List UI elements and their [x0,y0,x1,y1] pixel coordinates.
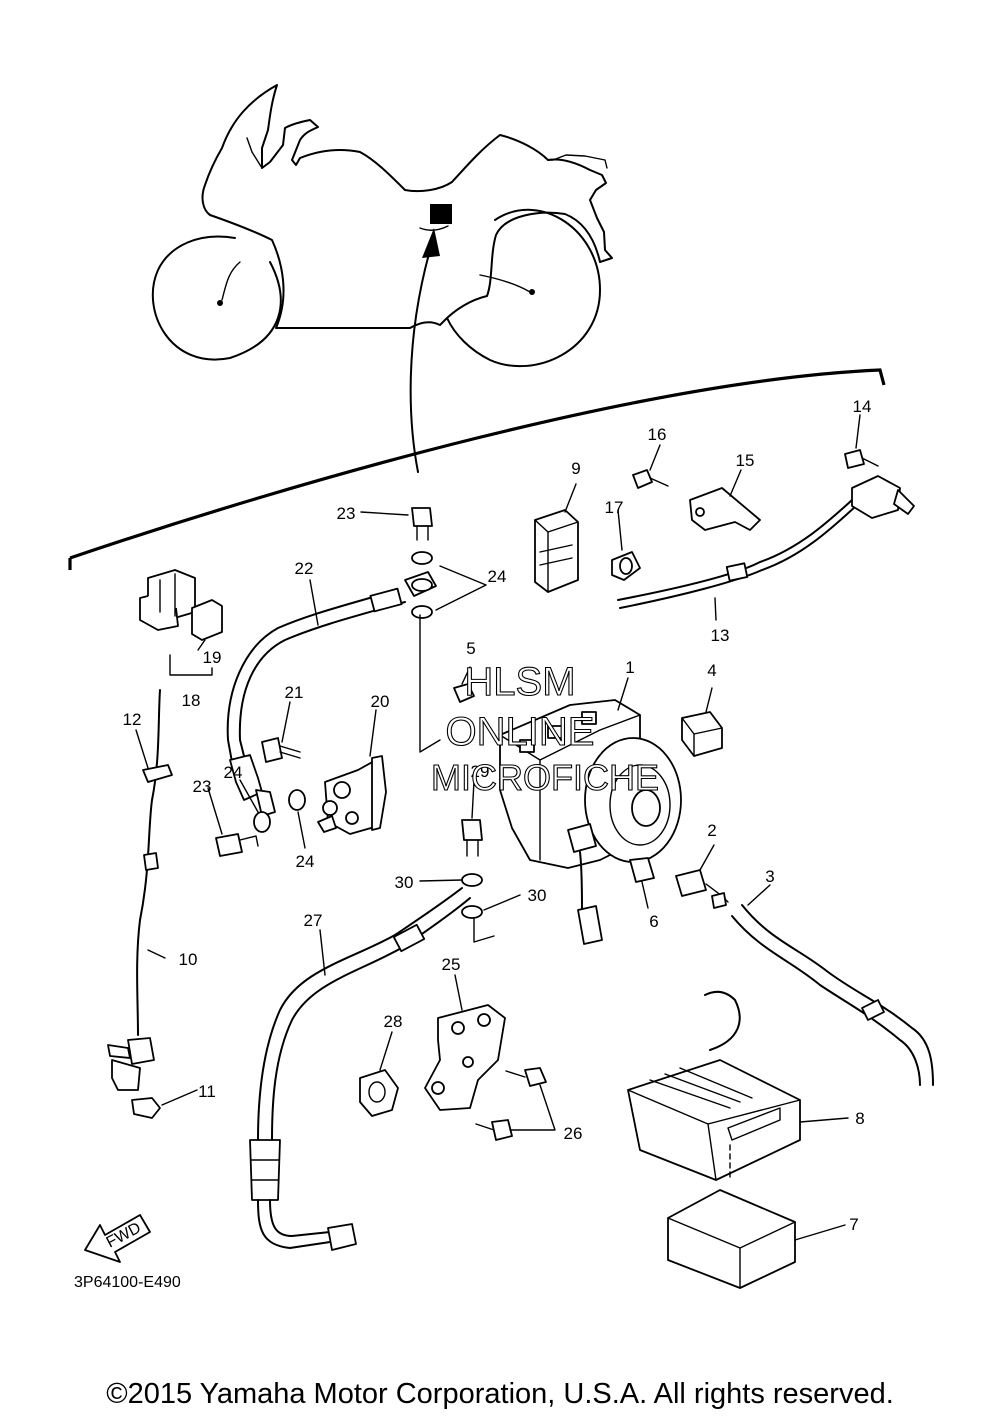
part-hydraulic-unit-1 [499,699,682,945]
callout-27: 27 [304,911,323,930]
motorcycle-outline [151,84,613,473]
callout-29: 29 [471,762,490,781]
callout-11: 11 [198,1082,216,1101]
part-grommet-6 [629,857,655,883]
location-arrow [409,249,431,473]
abs-location-marker [430,204,452,224]
part-brake-hose-22 [226,571,437,817]
callout-26: 26 [564,1124,583,1143]
callout-20: 20 [371,692,390,711]
part-bolt-23-left [215,833,259,857]
callout-23-top: 23 [337,504,356,523]
rear-wheel [446,208,601,368]
part-bolt-29 [461,819,483,857]
part-bolt-21 [261,737,301,763]
part-washers-30 [461,873,495,943]
callout-30-left: 30 [395,873,414,892]
part-washers-24-left [253,789,306,833]
watermark: HLSM ONLINE MICROFICHE [430,659,659,798]
callout-25: 25 [442,955,461,974]
callout-24-bottom: 24 [296,852,315,871]
part-nut-5 [453,683,475,703]
part-bolts-26 [475,1067,547,1141]
callout-30-right: 30 [528,886,547,905]
callout-21: 21 [285,683,304,702]
callout-3: 3 [765,867,774,886]
callout-7: 7 [849,1215,858,1234]
part-bolt-14 [844,449,879,469]
callout-15: 15 [736,451,755,470]
callout-22: 22 [295,559,314,578]
callout-6: 6 [649,912,658,931]
copyright-notice: ©2015 Yamaha Motor Corporation, U.S.A. A… [106,1378,894,1410]
callout-14: 14 [853,397,872,416]
part-brake-hose-27 [249,887,471,1251]
callout-18: 18 [182,691,201,710]
callout-17: 17 [605,498,624,517]
watermark-line-2: ONLINE [446,710,595,754]
part-fitting-2 [675,869,729,909]
part-bolt-16 [632,469,669,489]
callout-24-top: 24 [488,567,507,586]
callout-4: 4 [707,661,716,680]
watermark-line-1: HLSM [464,660,575,704]
callout-1: 1 [625,658,634,677]
callout-9: 9 [571,459,580,478]
part-relay-18 [139,569,223,676]
callout-16: 16 [648,425,667,444]
callout-28: 28 [384,1012,403,1031]
callout-labels: 1 2 3 4 5 6 7 8 9 10 11 12 13 14 15 16 1… [123,397,872,1234]
part-clamp-28 [359,1069,399,1117]
callout-10: 10 [179,950,198,969]
watermark-line-3: MICROFICHE [431,757,659,798]
motorcycle-body [201,84,613,329]
part-bracket-25 [424,1004,506,1111]
part-bracket-15 [689,487,761,531]
front-wheel [151,235,282,361]
callout-19: 19 [203,648,222,667]
callout-23-left: 23 [193,777,212,796]
part-clip-17 [611,551,641,581]
part-front-wheel-sensor-10 [107,689,173,1119]
callout-8: 8 [855,1109,864,1128]
part-ecu-8 [627,990,801,1181]
diagram-code: 3P64100-E490 [74,1274,181,1291]
part-bolt-23-top [411,507,441,753]
callout-13: 13 [711,626,730,645]
section-divider [69,368,886,560]
part-rear-wheel-sensor-13 [617,475,915,609]
fwd-arrow-icon: FWD [84,1214,151,1263]
part-cap-4 [681,711,723,757]
callout-24-left: 24 [224,763,243,782]
part-joint-20 [317,755,387,835]
part-hose-3 [731,904,934,1086]
callout-2: 2 [707,821,716,840]
part-relay-9 [534,509,579,593]
part-ecu-cover-7 [667,1189,796,1289]
leader-lines [135,414,861,1241]
callout-5: 5 [466,639,475,658]
callout-12: 12 [123,710,142,729]
